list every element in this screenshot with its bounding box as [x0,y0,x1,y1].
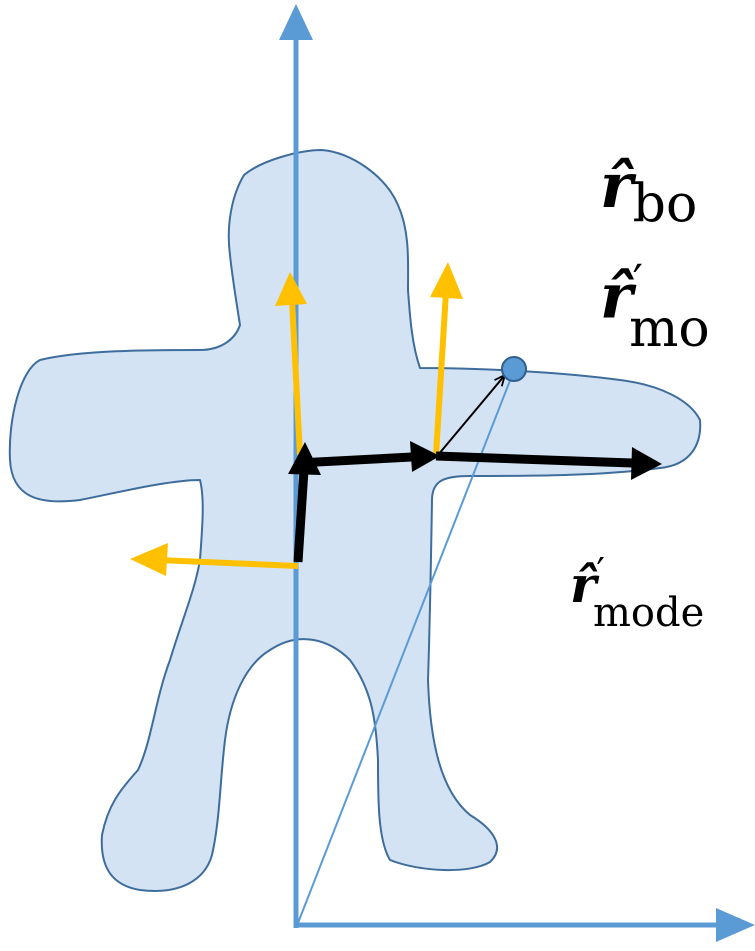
circle-marker [502,357,526,381]
label-3-prime: ′ [596,550,605,594]
label-3-subscript: mode [593,590,704,636]
label-1-subscript: bo [633,175,698,235]
label-1-symbol: r̂ [600,149,633,222]
orientation-arrowhead-shoulder-up [430,262,463,299]
bone-arrow-upper [298,457,412,463]
orientation-arrowhead-left [130,543,168,576]
label-r-hat-prime-mo: r̂′mo [600,258,710,355]
x-axis-arrowhead [716,908,755,942]
bone-arrow-spine [298,470,304,562]
label-2-subscript: mo [629,299,710,359]
label-r-hat-prime-mode: r̂′mode [570,553,704,633]
y-axis-arrowhead [279,4,313,40]
label-r-hat-bo: r̂bo [600,155,697,231]
label-2-symbol: r̂ [600,260,633,333]
